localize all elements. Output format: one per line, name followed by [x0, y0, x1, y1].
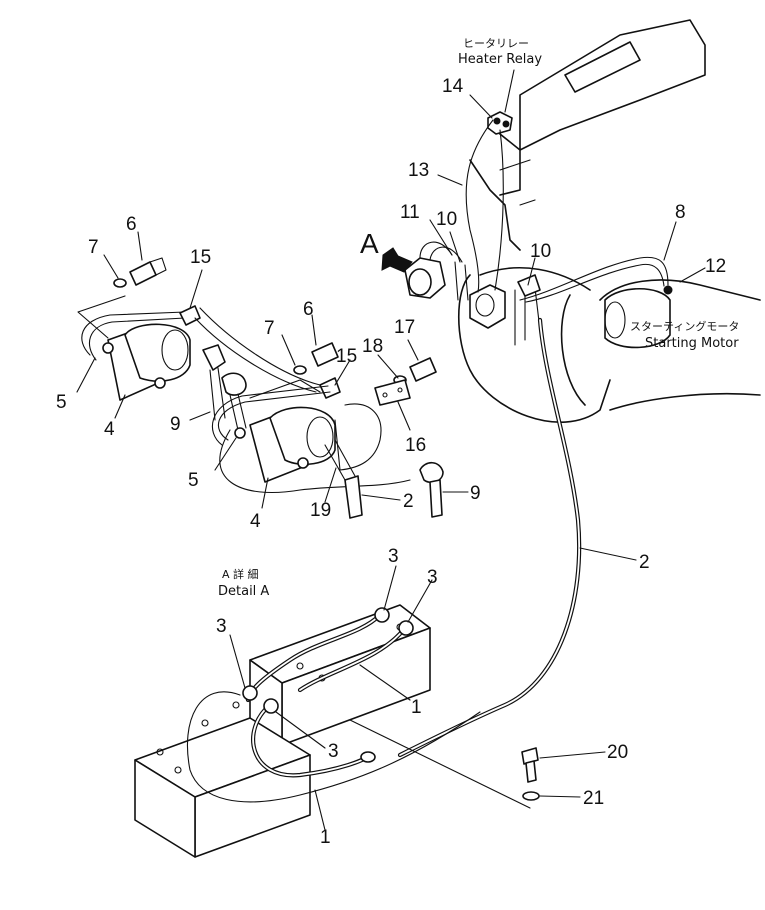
- callout-10-right: 10: [530, 241, 551, 262]
- bolt-20-washer-21: [521, 747, 540, 801]
- callout-4-right: 4: [250, 511, 261, 532]
- terminal-9-right: [419, 461, 444, 518]
- detail-a-caption-jp: A 詳 細: [222, 567, 259, 581]
- battery-relay-assembly: [404, 257, 541, 346]
- callout-20: 20: [607, 742, 628, 763]
- cable-bundle: [324, 419, 363, 519]
- guide-lines: [77, 295, 321, 399]
- callout-3-a: 3: [388, 546, 399, 567]
- engine-frame: [458, 19, 761, 423]
- callout-6-left: 6: [126, 214, 137, 235]
- starting-motor-caption-jp: スターティングモータ: [630, 319, 739, 333]
- callout-11: 11: [400, 202, 420, 223]
- callout-13: 13: [408, 160, 429, 181]
- heater-relay-caption-jp: ヒータリレー: [463, 37, 529, 50]
- callout-15-left: 15: [190, 247, 211, 268]
- callout-6-right: 6: [303, 299, 314, 320]
- callout-9-left: 9: [170, 414, 181, 435]
- leader-lines: [76, 69, 706, 831]
- callout-17: 17: [394, 317, 415, 338]
- callout-21: 21: [583, 788, 604, 809]
- callout-19: 19: [310, 500, 331, 521]
- relay-left-upper: [81, 305, 247, 431]
- callout-14: 14: [442, 76, 464, 97]
- battery-cable-2: [397, 317, 582, 758]
- callout-2-lower: 2: [639, 552, 650, 573]
- starting-motor-caption-en: Starting Motor: [645, 336, 739, 351]
- callout-5-left: 5: [56, 392, 67, 413]
- callout-1-upper: 1: [411, 697, 422, 718]
- callout-15-right: 15: [336, 346, 357, 367]
- callout-7-right: 7: [264, 318, 275, 339]
- heater-relay: [487, 111, 513, 135]
- callout-1-lower: 1: [320, 827, 331, 848]
- detail-a-batteries: [134, 604, 531, 858]
- bolt-washer-right: [293, 342, 437, 406]
- callout-3-d: 3: [328, 741, 339, 762]
- callout-18: 18: [362, 336, 383, 357]
- callout-8: 8: [675, 202, 686, 223]
- bolt-washer-left: [113, 257, 167, 288]
- detail-a-caption-en: Detail A: [218, 584, 269, 599]
- starting-motor: [604, 285, 673, 349]
- relay-right-lower: [194, 307, 411, 494]
- callout-2-upper: 2: [403, 491, 414, 512]
- callout-3-c: 3: [216, 616, 227, 637]
- callout-5-right: 5: [188, 470, 199, 491]
- callout-3-b: 3: [427, 567, 438, 588]
- callout-12: 12: [705, 256, 726, 277]
- callout-9-right: 9: [470, 483, 481, 504]
- view-arrow-a: A: [360, 228, 413, 273]
- callout-7-left: 7: [88, 237, 99, 258]
- callout-16: 16: [405, 435, 426, 456]
- view-arrow-label: A: [360, 228, 379, 259]
- callout-4-left: 4: [104, 419, 115, 440]
- callout-10-left: 10: [436, 209, 457, 230]
- upper-wiring: [419, 119, 669, 303]
- heater-relay-caption-en: Heater Relay: [458, 52, 542, 67]
